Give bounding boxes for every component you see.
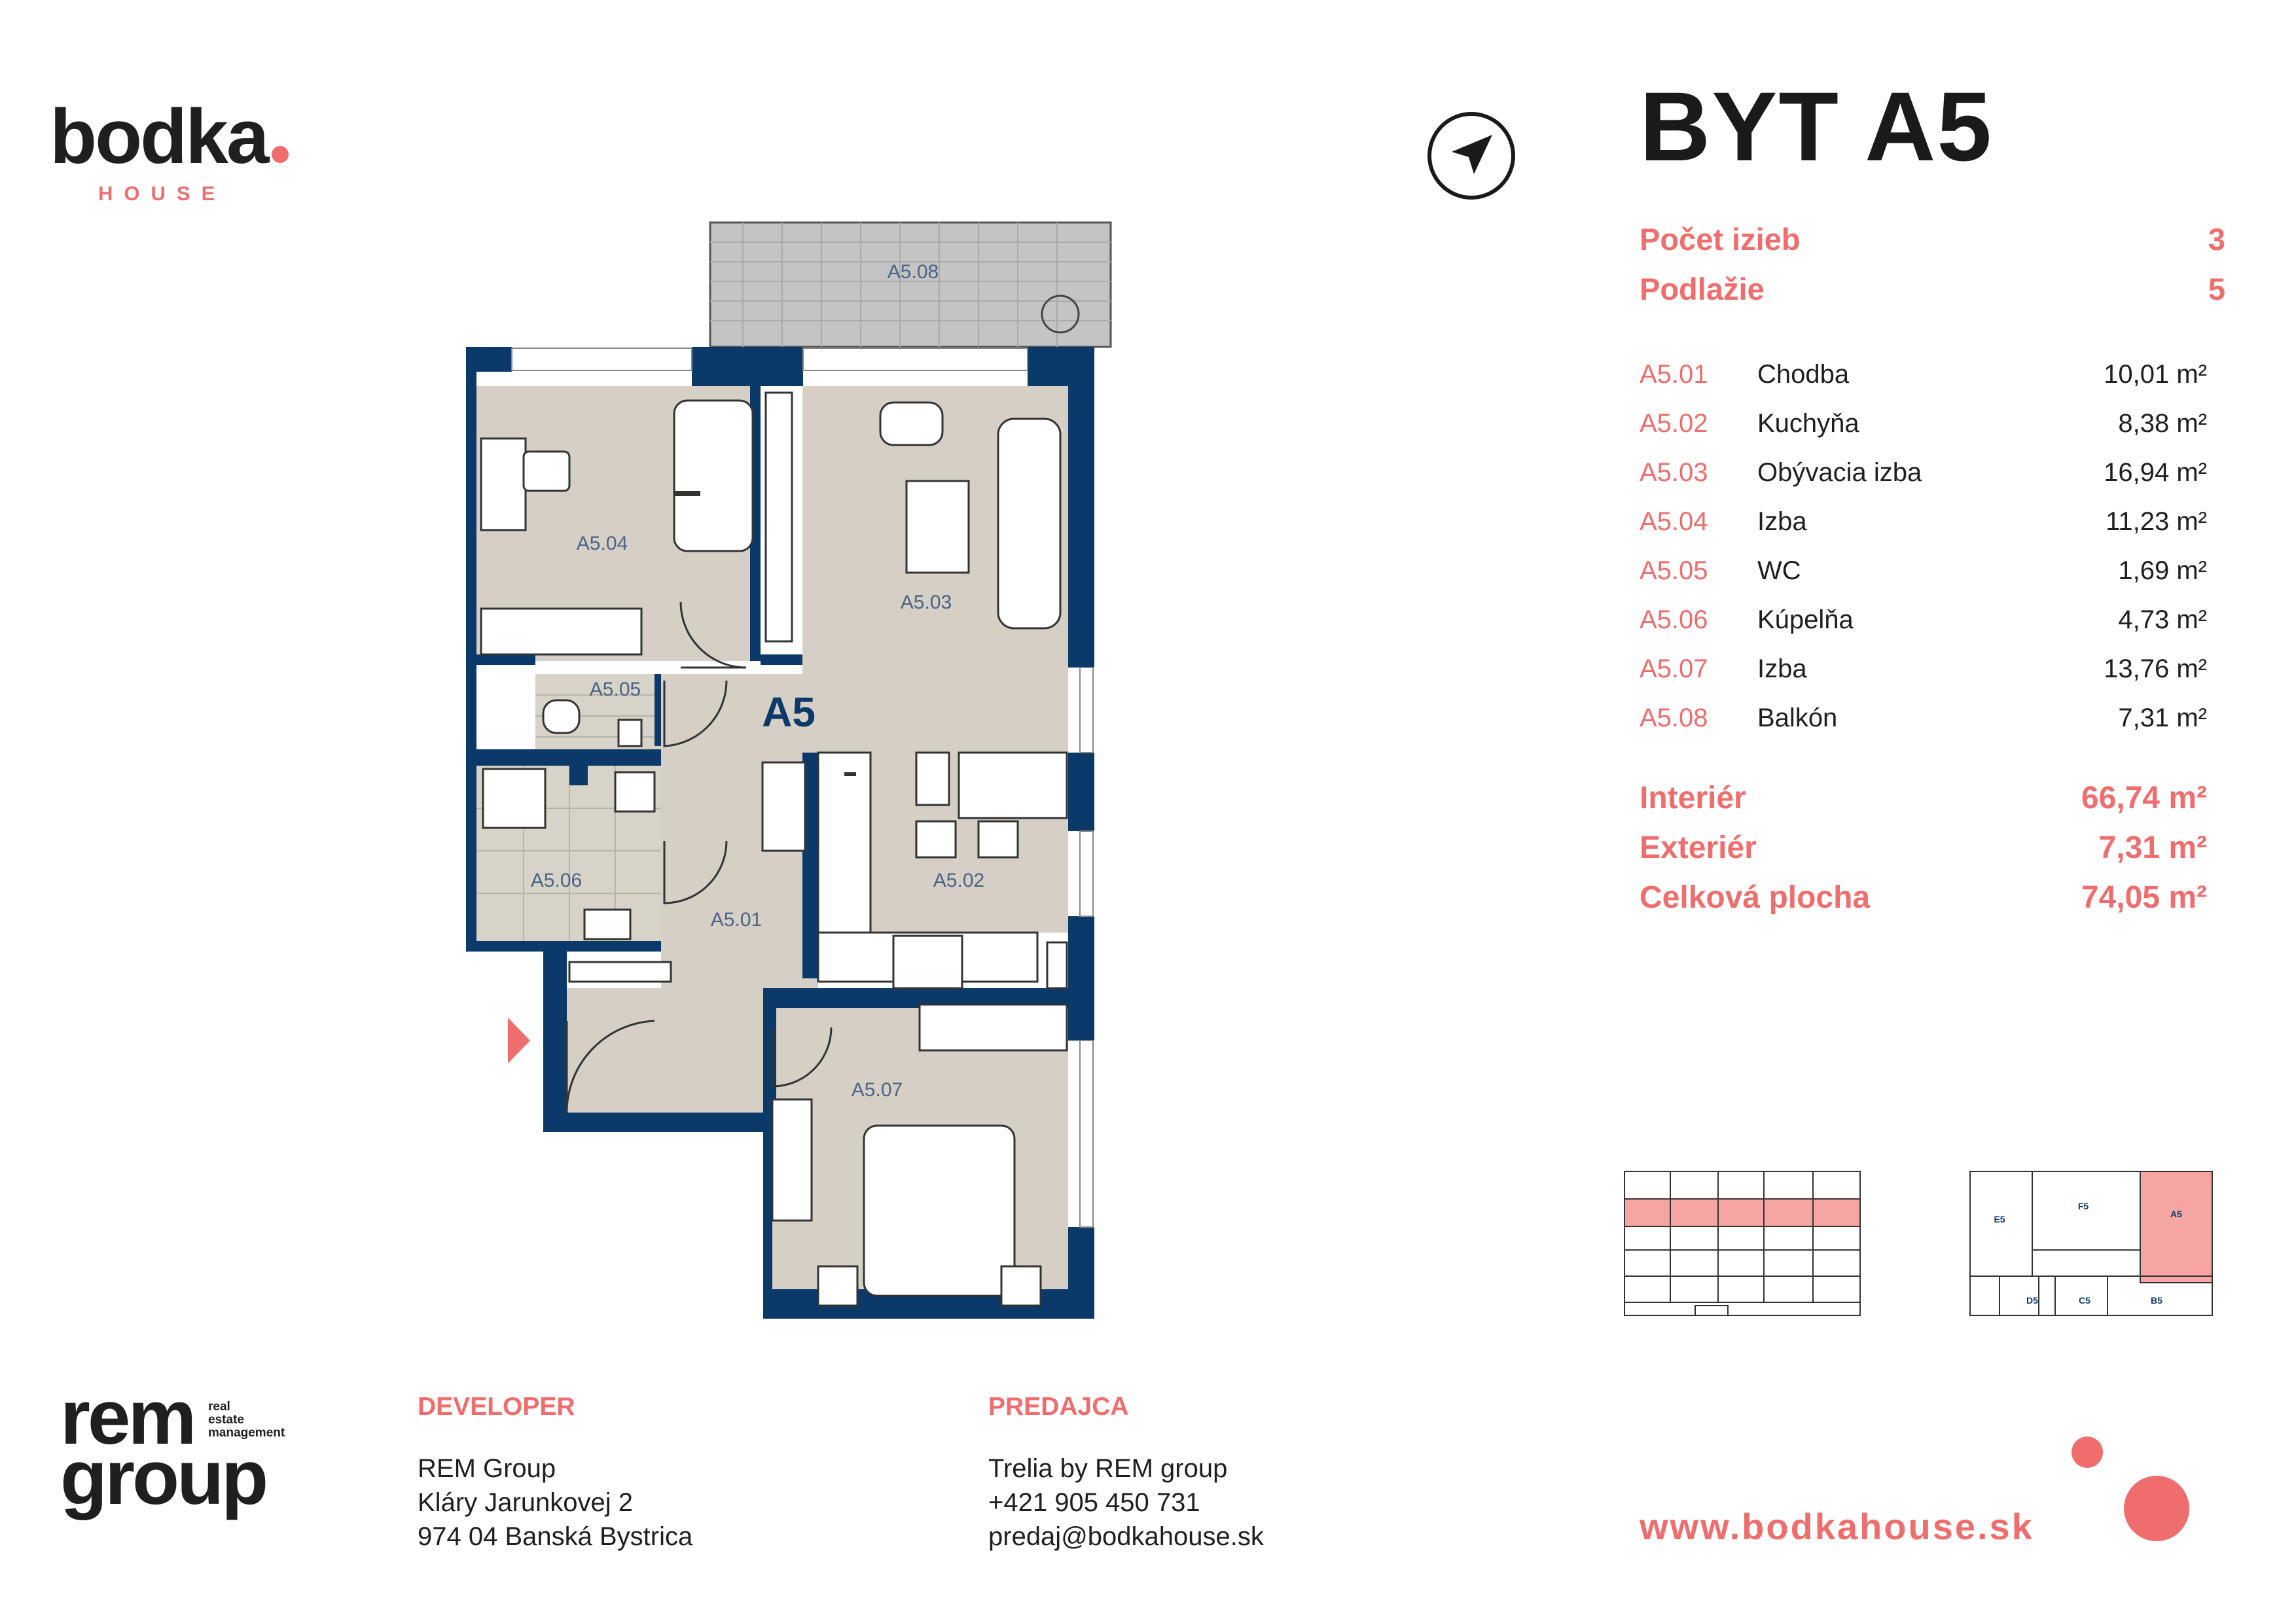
- plan-label-r03: A5.03: [901, 592, 952, 613]
- plan-label-r07: A5.07: [852, 1079, 903, 1101]
- decor-dot-small: [2072, 1436, 2103, 1468]
- total-label-interior: Interiér: [1640, 781, 1746, 815]
- seller-email[interactable]: predaj@bodkahouse.sk: [988, 1522, 1264, 1551]
- room-code: A5.06: [1640, 605, 1708, 634]
- room-code: A5.01: [1640, 360, 1708, 389]
- room-name: Kuchyňa: [1757, 409, 1859, 438]
- logo-bodka: bodka: [50, 98, 289, 175]
- room-area: 16,94 m²: [2104, 458, 2207, 487]
- room-area: 13,76 m²: [2104, 654, 2207, 683]
- seller-contact: Trelia by REM group +421 905 450 731 pre…: [988, 1452, 1264, 1554]
- room-name: Izba: [1757, 507, 1807, 536]
- summary-value-floor: 5: [2208, 272, 2225, 306]
- room-code: A5.02: [1640, 409, 1708, 438]
- total-label-exterior: Exteriér: [1640, 830, 1757, 865]
- room-area: 1,69 m²: [2118, 556, 2207, 585]
- decor-dot-large: [2124, 1476, 2189, 1541]
- seller-phone[interactable]: +421 905 450 731: [988, 1488, 1200, 1517]
- room-area: 4,73 m²: [2118, 605, 2207, 634]
- room-name: Chodba: [1757, 360, 1850, 389]
- total-label-all: Celková plocha: [1640, 880, 1871, 915]
- room-code: A5.04: [1640, 507, 1708, 536]
- plan-label-r04: A5.04: [577, 533, 628, 554]
- key-label-d5: D5: [2026, 1295, 2038, 1306]
- plan-label-r06: A5.06: [531, 870, 582, 891]
- key-label-e5: E5: [1994, 1214, 2005, 1224]
- entrance-arrow-icon: [508, 1018, 530, 1063]
- room-code: A5.07: [1640, 654, 1708, 683]
- developer-line: 974 04 Banská Bystrica: [418, 1522, 693, 1551]
- plant-icon: [1041, 294, 1080, 334]
- room-area: 11,23 m²: [2106, 507, 2207, 536]
- rem-group-logo-subtitle: real estate management: [208, 1400, 285, 1440]
- logo-dot: [271, 146, 289, 163]
- key-plan-section: [1624, 1171, 1861, 1316]
- key-label-f5: F5: [2078, 1201, 2089, 1211]
- rem-group-logo: rem group: [60, 1374, 268, 1521]
- developer-heading: DEVELOPER: [418, 1393, 575, 1421]
- page-title: BYT A5: [1640, 71, 1993, 181]
- key-label-a5: A5: [2170, 1209, 2182, 1219]
- plan-unit-label: A5: [762, 688, 816, 736]
- key-label-b5: B5: [2151, 1295, 2162, 1306]
- seller-heading: PREDAJCA: [988, 1393, 1129, 1421]
- key-plan-floor: E5 F5 A5 D5 C5 B5: [1969, 1171, 2213, 1316]
- room-code: A5.08: [1640, 704, 1708, 732]
- room-area: 7,31 m²: [2118, 704, 2207, 732]
- plan-label-r02: A5.02: [933, 870, 984, 891]
- total-value-exterior: 7,31 m²: [2098, 830, 2207, 865]
- summary-label-floor: Podlažie: [1640, 272, 1765, 306]
- total-value-interior: 66,74 m²: [2081, 781, 2207, 815]
- summary-value-rooms: 3: [2208, 222, 2225, 257]
- plan-label-r08: A5.08: [888, 261, 939, 283]
- developer-line: Kláry Jarunkovej 2: [418, 1488, 634, 1517]
- developer-address: REM Group Kláry Jarunkovej 2 974 04 Bans…: [418, 1452, 692, 1554]
- room-area: 10,01 m²: [2104, 360, 2207, 389]
- room-code: A5.03: [1640, 458, 1708, 487]
- room-code: A5.05: [1640, 556, 1708, 585]
- room-area: 8,38 m²: [2118, 409, 2207, 438]
- key-plans: E5 F5 A5 D5 C5 B5: [1624, 1171, 2213, 1316]
- plan-label-r01: A5.01: [711, 909, 762, 931]
- logo-subtitle: HOUSE: [98, 182, 226, 205]
- developer-line: REM Group: [418, 1454, 556, 1483]
- balcony: [709, 221, 1112, 348]
- room-name: Obývacia izba: [1757, 458, 1922, 487]
- room-name: Izba: [1757, 654, 1807, 683]
- seller-line: Trelia by REM group: [988, 1454, 1228, 1483]
- north-arrow-icon: [1427, 112, 1515, 200]
- room-name: WC: [1757, 556, 1801, 585]
- key-label-c5: C5: [2079, 1295, 2090, 1306]
- plan-label-r05: A5.05: [590, 679, 641, 700]
- total-value-all: 74,05 m²: [2081, 880, 2207, 915]
- website-link[interactable]: www.bodkahouse.sk: [1640, 1506, 2034, 1547]
- room-name: Balkón: [1757, 704, 1838, 732]
- room-name: Kúpelňa: [1757, 605, 1854, 634]
- summary-label-rooms: Počet izieb: [1640, 222, 1801, 257]
